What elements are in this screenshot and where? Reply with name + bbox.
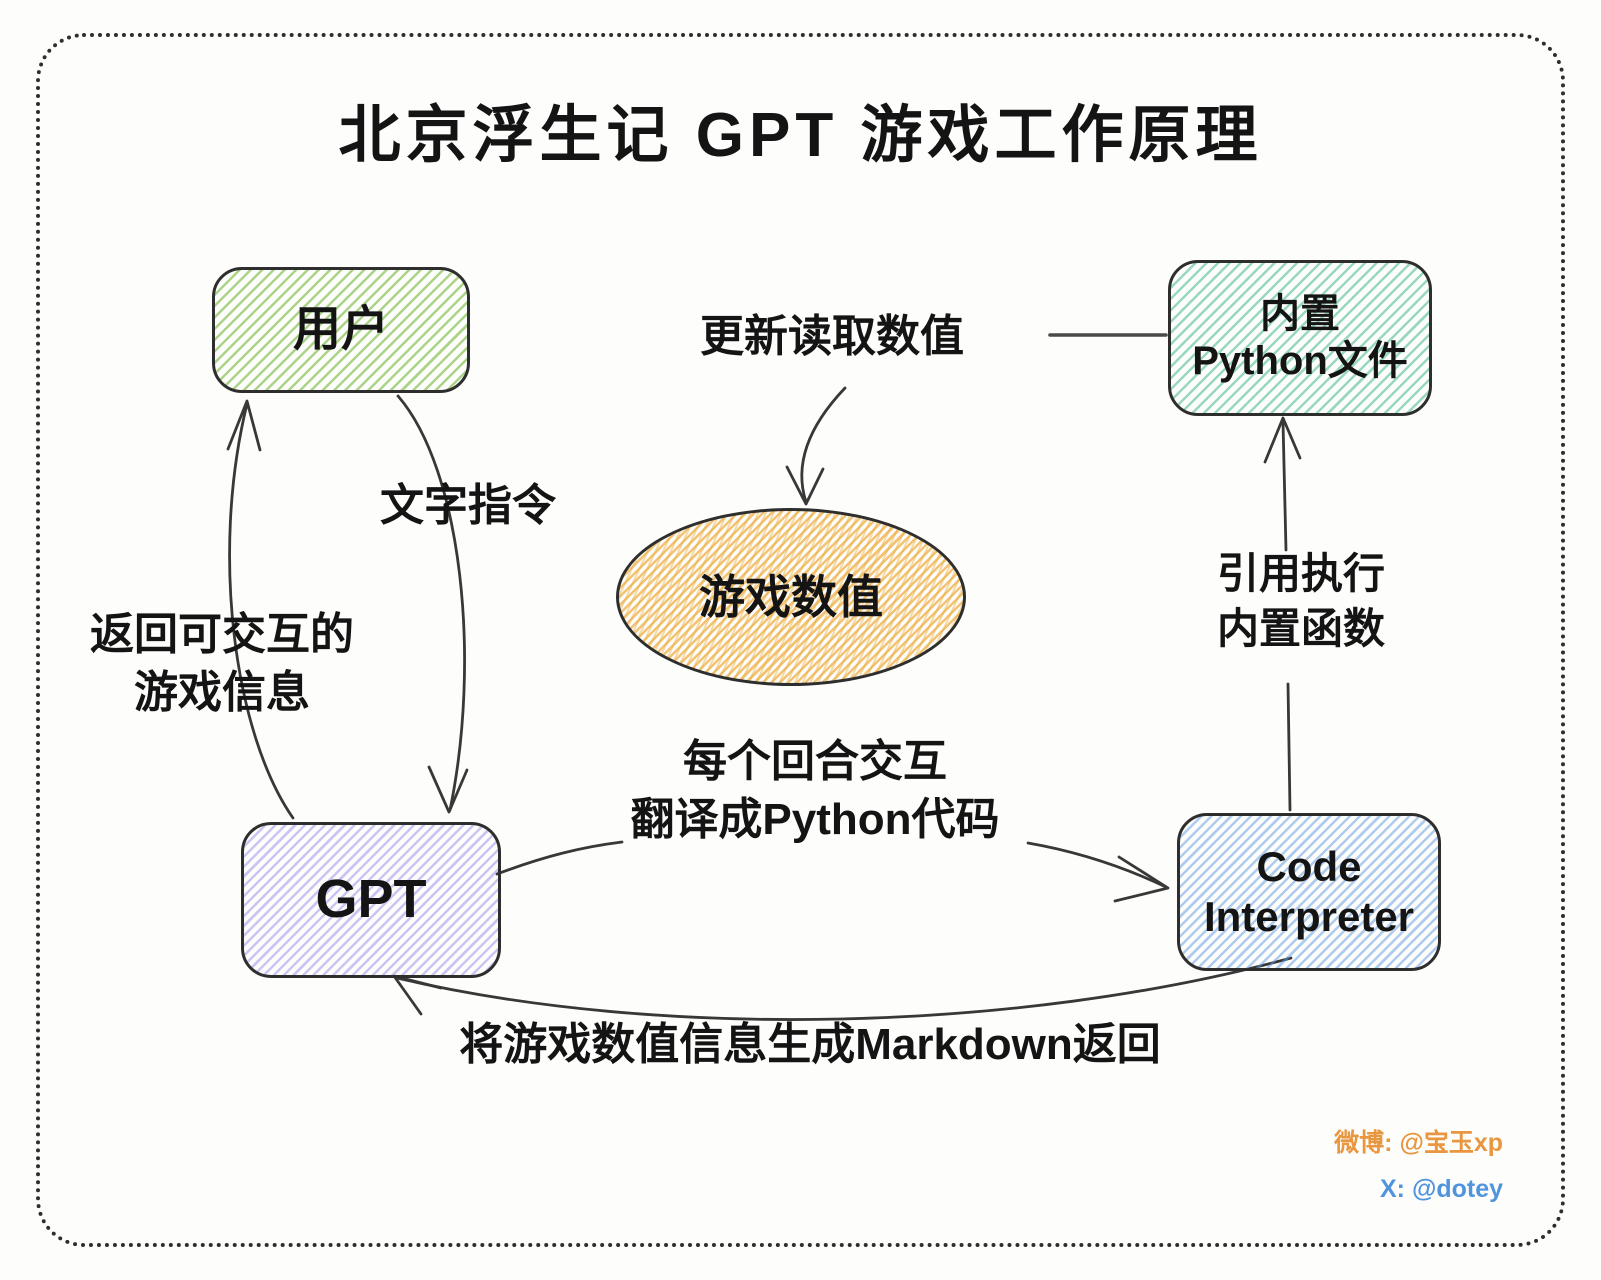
edge-label-update-read-values: 更新读取数值 bbox=[700, 312, 964, 361]
diagram-title: 北京浮生记 GPT 游戏工作原理 bbox=[338, 101, 1263, 170]
dotted-border-frame bbox=[36, 33, 1565, 1247]
node-gpt: GPT bbox=[241, 822, 501, 978]
edge-label-invoke-line1: 引用执行 bbox=[1216, 550, 1385, 597]
edge-label-translate-line2: 翻译成Python代码 bbox=[630, 795, 1000, 845]
node-user: 用户 bbox=[212, 267, 470, 393]
edge-label-invoke-builtin: 引用执行 内置函数 bbox=[1186, 546, 1416, 657]
node-game-values-label: 游戏数值 bbox=[699, 570, 883, 623]
node-code-interpreter: Code Interpreter bbox=[1177, 813, 1441, 971]
edge-label-translate-line1: 每个回合交互 bbox=[683, 737, 947, 786]
edge-label-return-line2: 游戏信息 bbox=[134, 668, 310, 718]
node-python-file-line2: Python文件 bbox=[1192, 339, 1408, 383]
edge-label-return-game-info: 返回可交互的 游戏信息 bbox=[52, 606, 392, 722]
node-gpt-label: GPT bbox=[315, 869, 427, 930]
node-code-interpreter-line1: Code bbox=[1256, 843, 1362, 891]
credit-weibo: 微博: @宝玉xp bbox=[1334, 1129, 1503, 1157]
credit-x: X: @dotey bbox=[1380, 1175, 1503, 1204]
node-user-label: 用户 bbox=[292, 302, 389, 356]
edge-label-return-line1: 返回可交互的 bbox=[90, 610, 354, 659]
node-code-interpreter-line2: Interpreter bbox=[1203, 893, 1415, 940]
edge-label-invoke-line2: 内置函数 bbox=[1216, 605, 1385, 653]
edge-label-markdown-return: 将游戏数值信息生成Markdown返回 bbox=[459, 1020, 1161, 1069]
node-python-file: 内置 Python文件 bbox=[1168, 260, 1432, 416]
node-python-file-line1: 内置 bbox=[1260, 291, 1340, 336]
node-game-values: 游戏数值 bbox=[616, 508, 966, 686]
credits: 微博: @宝玉xp X: @dotey bbox=[1334, 1120, 1503, 1213]
edge-label-translate-python: 每个回合交互 翻译成Python代码 bbox=[590, 733, 1040, 849]
edge-label-text-command: 文字指令 bbox=[380, 481, 556, 530]
